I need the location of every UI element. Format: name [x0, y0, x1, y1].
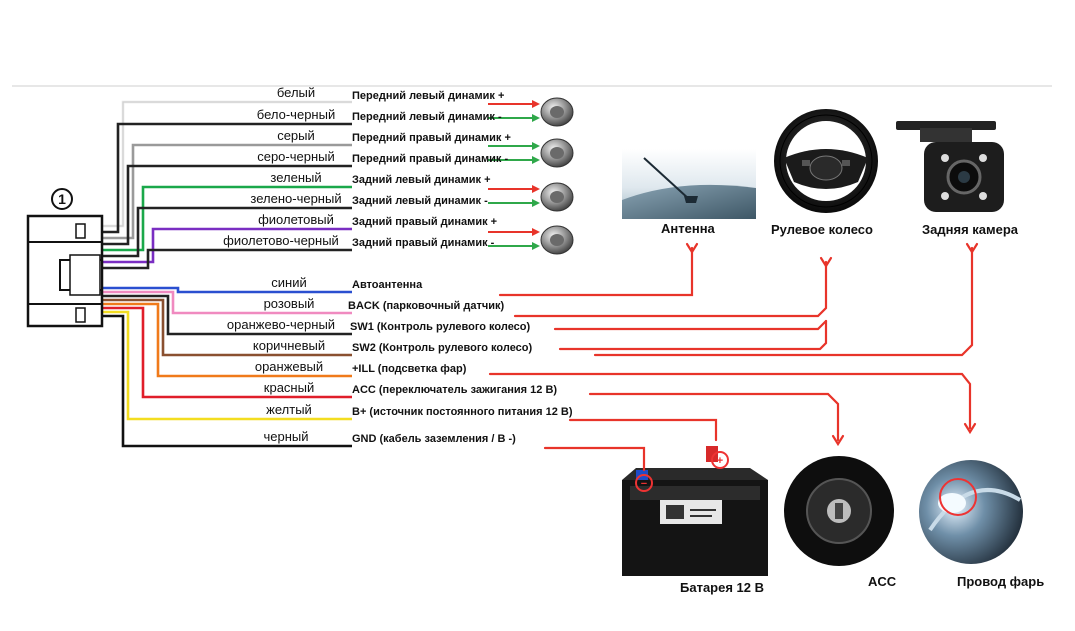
route-steering-arrow [819, 256, 833, 269]
route-bplus [568, 418, 718, 442]
antenna-picture [622, 149, 756, 219]
wire-name-label: белый [276, 85, 316, 100]
wire-name-label: оранжево-черный [226, 317, 336, 332]
wire-name-label: розовый [263, 296, 315, 311]
wire-function-label: Задний правый динамик - [352, 237, 495, 249]
wire-15 [102, 310, 352, 421]
speaker-arrow [488, 242, 540, 250]
wire-name-label: фиолетовый [258, 212, 334, 227]
battery-label: Батарея 12 В [680, 580, 764, 595]
headlight-label: Провод фарь [957, 574, 1045, 589]
connector-number-badge [51, 188, 73, 210]
wire-function-label: Задний правый динамик + [352, 216, 498, 228]
steering-wheel-picture [774, 109, 878, 213]
wire-function-label: SW2 (Контроль рулевого колесо) [352, 342, 533, 354]
headlight-picture [919, 460, 1023, 564]
wire-10 [102, 290, 352, 315]
connector-number: 1 [58, 191, 66, 207]
wire-1-outline [102, 101, 352, 227]
wire-4 [102, 164, 352, 246]
route-back [513, 260, 828, 318]
wire-function-label: Передний левый динамик - [352, 111, 502, 123]
wire-5 [102, 185, 352, 252]
wire-name-label: серый [277, 128, 315, 143]
speaker-arrow [488, 100, 540, 108]
route-ill-arrow [963, 422, 977, 435]
wire-2 [102, 122, 352, 234]
speaker-icon [540, 97, 574, 127]
wire-8 [102, 248, 352, 270]
rear-camera-label: Задняя камера [922, 222, 1019, 237]
acc-picture [784, 456, 894, 566]
acc-label: ACC [868, 574, 897, 589]
wire-function-label: Задний левый динамик + [352, 174, 491, 186]
wire-function-label: GND (кабель заземления / В -) [352, 433, 516, 445]
route-antenna [498, 246, 694, 297]
wire-name-label: оранжевый [254, 359, 324, 374]
route-camera-arrow [965, 242, 979, 255]
wire-function-label: ACC (переключатель зажигания 12 В) [352, 384, 558, 396]
rear-camera-picture [896, 121, 1004, 212]
battery-picture: − + [622, 446, 768, 576]
speaker-arrow [488, 185, 540, 193]
route-gnd [543, 446, 646, 472]
wire-function-label: B+ (источник постоянного питания 12 В) [352, 406, 573, 418]
wire-function-label: Автоантенна [352, 279, 423, 291]
wire-name-label: бело-черный [256, 107, 336, 122]
speaker-arrow [488, 228, 540, 236]
steering-wheel-label: Рулевое колесо [771, 222, 873, 237]
speaker-arrow [488, 156, 540, 164]
route-antenna-arrow [685, 242, 699, 255]
route-acc-arrow [831, 434, 845, 447]
wire-6 [102, 206, 352, 258]
wire-11 [102, 294, 352, 336]
wire-name-label: красный [263, 380, 315, 395]
route-camera [593, 246, 974, 357]
route-sw1 [553, 319, 828, 331]
route-sw2 [558, 319, 828, 351]
wire-7 [102, 227, 352, 264]
route-ill [488, 372, 972, 430]
wire-function-label: Передний левый динамик + [352, 90, 505, 102]
wire-function-label: SW1 (Контроль рулевого колесо) [350, 321, 531, 333]
speaker-arrow [488, 142, 540, 150]
wire-function-label: Передний правый динамик + [352, 132, 511, 144]
wire-function-label: Задний левый динамик - [352, 195, 488, 207]
wire-name-label: серо-черный [257, 149, 335, 164]
wire-13 [102, 302, 352, 378]
wire-function-label: Передний правый динамик - [352, 153, 509, 165]
wire-14 [102, 306, 352, 399]
wire-name-label: зелено-черный [250, 191, 342, 206]
wire-name-label: черный [263, 429, 309, 444]
wire-12 [102, 298, 352, 357]
speaker-icon [540, 225, 574, 255]
antenna-label: Антенна [661, 221, 715, 236]
wire-name-label: зеленый [270, 170, 322, 185]
route-acc [588, 392, 840, 442]
wire-16 [102, 314, 352, 448]
wire-function-label: +ILL (подсветка фар) [352, 363, 467, 375]
speaker-icon [540, 138, 574, 168]
wire-9 [102, 286, 352, 294]
svg-text:+: + [717, 455, 723, 467]
svg-text:−: − [641, 478, 647, 490]
speaker-arrow [488, 114, 540, 122]
wire-3 [102, 143, 352, 240]
speaker-arrow [488, 199, 540, 207]
wire-name-label: коричневый [252, 338, 326, 353]
wire-name-label: фиолетово-черный [223, 233, 339, 248]
speaker-icon [540, 182, 574, 212]
wire-name-label: синий [271, 275, 307, 290]
connector-block: 1 [26, 188, 104, 328]
wire-name-label: желтый [266, 402, 312, 417]
wire-function-label: BACK (парковочный датчик) [348, 300, 505, 312]
